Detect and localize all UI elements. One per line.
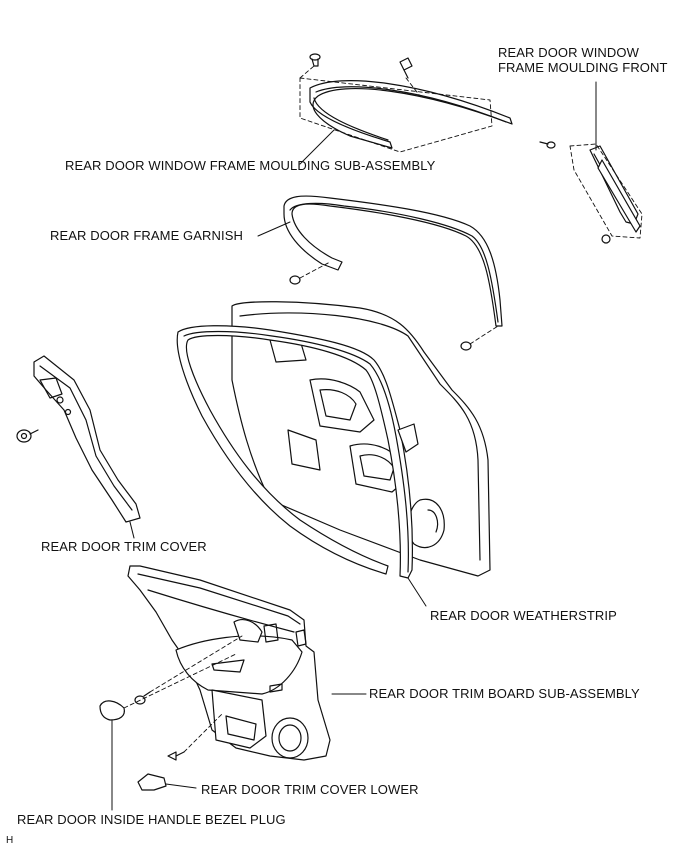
label-trim-cover: REAR DOOR TRIM COVER <box>41 539 207 554</box>
clip-screw-icon <box>309 53 321 67</box>
clip-icon <box>399 57 413 79</box>
rear-door-panel <box>231 301 491 577</box>
leader-trim-cover <box>129 521 135 539</box>
label-window-frame-moulding-front: REAR DOOR WINDOW FRAME MOULDING FRONT <box>498 45 668 75</box>
label-line-1: REAR DOOR WINDOW <box>498 45 639 60</box>
trim-cover-lower <box>137 773 197 791</box>
window-frame-moulding-front <box>539 141 643 244</box>
garnish-clip-left-icon <box>289 275 301 285</box>
leader-moulding-sub-assembly <box>299 129 335 165</box>
frame-garnish <box>283 195 503 351</box>
trim-cover-clip-icon <box>16 429 39 443</box>
corner-mark: H <box>6 835 14 846</box>
leader-weatherstrip <box>407 577 427 607</box>
rear-door-weatherstrip <box>176 325 419 579</box>
front-clip-icon <box>601 234 611 244</box>
label-trim-cover-lower: REAR DOOR TRIM COVER LOWER <box>201 782 419 797</box>
front-screw-icon <box>539 141 556 149</box>
inside-handle-bezel-plug <box>99 653 237 721</box>
garnish-clip-right-icon <box>460 341 472 351</box>
rear-door-trim-cover <box>16 355 141 523</box>
trim-board-screw-lower-icon <box>167 713 223 761</box>
label-trim-board-sub-assembly: REAR DOOR TRIM BOARD SUB-ASSEMBLY <box>369 686 640 701</box>
leader-frame-garnish <box>257 221 291 237</box>
label-line-2: FRAME MOULDING FRONT <box>498 60 668 75</box>
label-frame-garnish: REAR DOOR FRAME GARNISH <box>50 228 243 243</box>
rear-door-trim-board-sub-assembly <box>127 565 331 761</box>
label-window-frame-moulding-sub-assembly: REAR DOOR WINDOW FRAME MOULDING SUB-ASSE… <box>65 158 436 173</box>
window-frame-moulding-sub-assembly <box>299 77 513 153</box>
label-inside-handle-bezel-plug: REAR DOOR INSIDE HANDLE BEZEL PLUG <box>17 812 286 827</box>
moulding-clips-top <box>299 53 421 97</box>
label-weatherstrip: REAR DOOR WEATHERSTRIP <box>430 608 617 623</box>
